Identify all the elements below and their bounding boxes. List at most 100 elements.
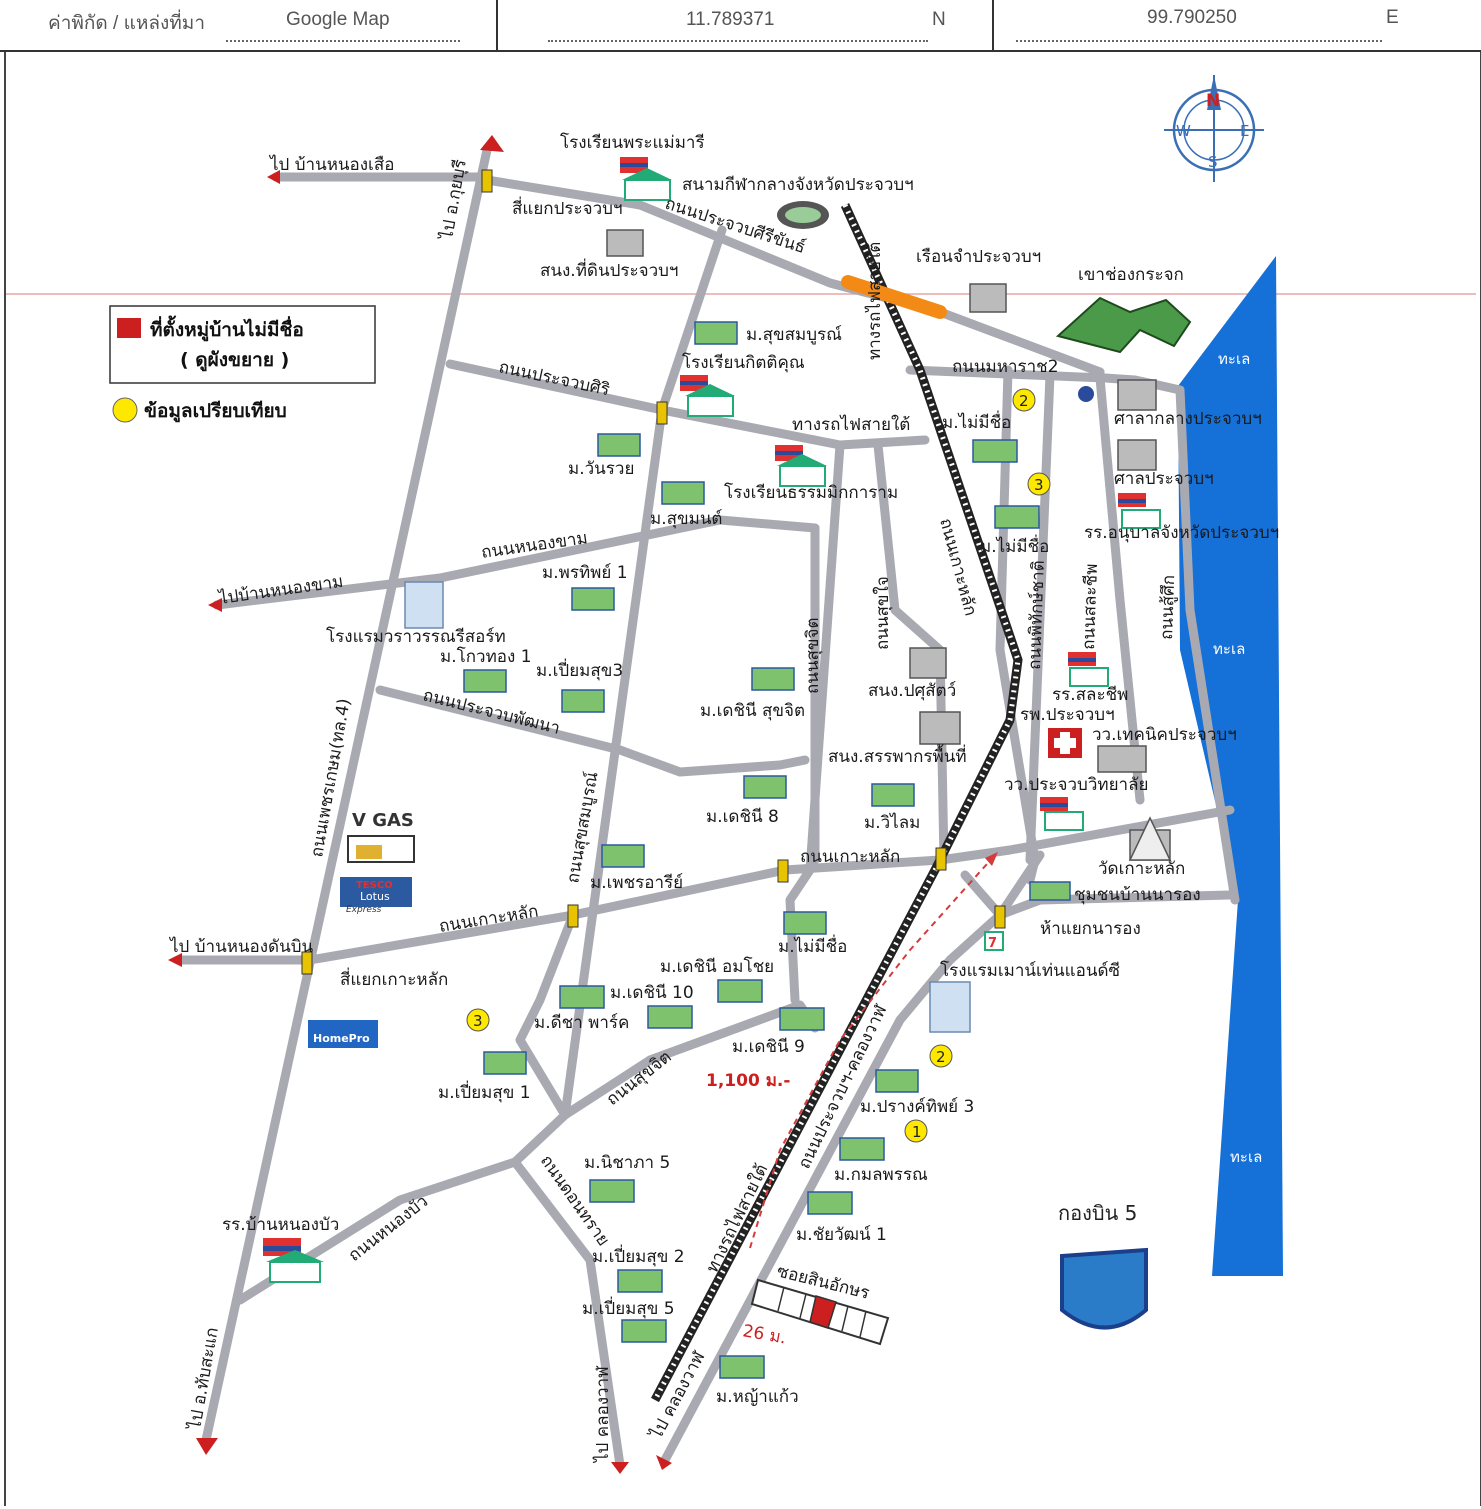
comparison-marker: 2 <box>1012 388 1036 412</box>
road-phetkasem <box>201 145 492 1445</box>
label: ถนนเกาะหลัก <box>800 847 900 867</box>
subject-plot <box>750 1278 890 1346</box>
label: ม.กมลพรรณ <box>834 1165 928 1185</box>
village-icon <box>994 505 1040 529</box>
road-label: ถนนพิทักษ์ชาติ <box>1025 560 1049 670</box>
arrow-west <box>168 953 182 967</box>
road-prachuap-phatthana <box>375 685 810 777</box>
label: ม.เดชินี สุขจิต <box>700 701 805 721</box>
village-icons <box>463 321 1071 1379</box>
legend-compare: ข้อมูลเปรียบเทียบ <box>144 400 287 423</box>
label: V GAS <box>352 810 414 831</box>
label: โรงเรียนพระแม่มารี <box>560 132 705 153</box>
longitude-dir: E <box>1386 7 1399 28</box>
sea <box>1178 256 1283 1276</box>
route-arrow <box>985 852 998 866</box>
village-icon <box>779 1007 825 1031</box>
school-icon <box>263 1238 324 1283</box>
road-label: ถนนสุขใจ <box>872 576 893 650</box>
label: ศาลากลางประจวบฯ <box>1114 409 1262 429</box>
label: HomePro <box>313 1032 370 1045</box>
label: Express <box>346 905 382 915</box>
village-icon <box>597 433 641 457</box>
arrow-south <box>196 1438 218 1455</box>
comparison-marker: 3 <box>1027 472 1051 496</box>
svg-text:2: 2 <box>936 1048 946 1066</box>
tesco-lotus-logo <box>340 877 412 907</box>
label: ม.วิไลม <box>864 812 920 833</box>
arrow-south <box>656 1455 672 1470</box>
label: ชุมชนบ้านนารอง <box>1074 885 1201 905</box>
label: ม.เดชินี 8 <box>706 807 779 827</box>
label: เรือนจำประจวบฯ <box>916 247 1041 267</box>
label: ม.เดชินี 9 <box>732 1037 805 1057</box>
label: ม.เปี่ยมสุข3 <box>536 658 623 681</box>
traffic-light-icon <box>301 169 1006 975</box>
compass-icon: N S E W <box>1164 75 1264 182</box>
comparison-marker: 3 <box>466 1008 490 1032</box>
road-phitak-chat-2 <box>1025 370 1055 865</box>
label: สี่แยกเกาะหลัก <box>340 967 448 990</box>
road-label: ถนนสละชีพ <box>1079 563 1102 650</box>
legend-box <box>109 305 376 384</box>
label: ถนนประจวบพัฒนา <box>421 685 562 738</box>
village-icon <box>463 669 507 693</box>
label: TESCO <box>356 880 393 891</box>
dotted-line <box>226 40 460 42</box>
label: ม.ไม่มีชื่อ <box>778 934 847 957</box>
road-suseuk <box>905 365 1240 905</box>
icons: 7 <box>263 157 1192 1330</box>
seven-eleven-icon: 7 <box>984 931 1004 951</box>
railway <box>651 203 1023 1403</box>
legend-subtitle: ( ดูผังขยาย ) <box>180 349 289 372</box>
mountain-icon <box>1055 296 1192 354</box>
village-icon <box>972 439 1018 463</box>
road-prachuap-khiri <box>482 175 1105 377</box>
village-icon <box>621 1319 667 1343</box>
village-icon <box>483 1051 527 1075</box>
label: โรงเรียนธรรมมิกการาม <box>724 482 898 503</box>
road-prachuap-siri <box>445 359 930 450</box>
hospital-icon <box>1048 728 1082 758</box>
road <box>515 910 578 1120</box>
sea-label: ทะเล <box>1230 1148 1262 1166</box>
label: รพ.ประจวบฯ <box>1020 705 1115 725</box>
separator <box>992 0 994 50</box>
dotted-line <box>1016 40 1382 42</box>
road-label: ถนนสุขจิต <box>803 617 823 694</box>
road-khlongwan <box>660 870 1005 1465</box>
label: โรงแรมวราวรรณรีสอร์ท <box>326 626 506 647</box>
width-label: 26 ม. <box>741 1321 787 1348</box>
village-icon <box>589 1179 635 1203</box>
sea-label: ทะเล <box>1218 350 1250 368</box>
label: โรงแรมเมาน์เท่นแอนด์ซี <box>940 960 1120 981</box>
road-salachip <box>1095 373 1145 805</box>
road-label: ถนนสู้ศึก <box>1157 575 1179 641</box>
arrow-west <box>208 598 222 612</box>
label: ทางรถไฟสายใต้ <box>792 414 910 435</box>
label: วว.ประจวบวิทยาลัย <box>1004 775 1148 795</box>
distance-label: 1,100 ม.- <box>706 1071 790 1091</box>
label: รร.บ้านหนองบัว <box>222 1215 339 1235</box>
road-sukjai <box>873 440 949 865</box>
hotel-icon <box>404 581 971 1033</box>
village-icon <box>783 911 827 935</box>
label: ห้าแยกนารอง <box>1040 919 1141 939</box>
comparison-marker: 2 <box>929 1044 953 1068</box>
label: ม.นิชาภา 5 <box>584 1153 670 1173</box>
source-value: Google Map <box>286 9 390 30</box>
village-icon <box>561 689 605 713</box>
legend-comp-icon <box>112 397 138 423</box>
label: ม.เดชินี อมโชย <box>660 956 774 977</box>
village-icon <box>571 587 615 611</box>
village-icon <box>839 1137 885 1161</box>
school-icon <box>1040 797 1084 831</box>
label: Lotus <box>360 890 390 903</box>
longitude-value: 99.790250 <box>1147 7 1237 28</box>
label: ไป บ้านหนองเสือ <box>268 154 394 175</box>
compass-w: W <box>1176 122 1191 140</box>
label: วว.เทคนิคประจวบฯ <box>1092 725 1237 745</box>
comparison-marker: 1 <box>904 1119 928 1143</box>
gas-station-icon <box>347 835 415 863</box>
